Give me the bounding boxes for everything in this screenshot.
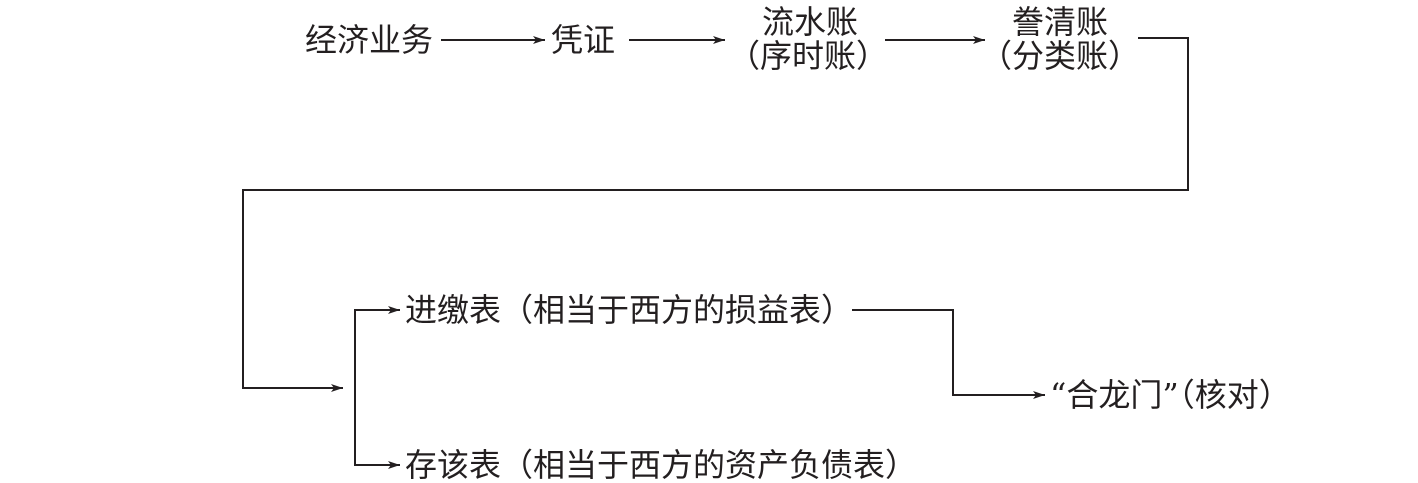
- connector-income-to-reconcile: [852, 309, 1045, 399]
- node-journal-sub: （序时账）: [727, 37, 889, 75]
- node-balance-sheet: 存该表（相当于西方的资产负债表）: [405, 446, 918, 483]
- node-reconcile: “合龙门”（核对）: [1050, 376, 1291, 414]
- node-journal: 流水账: [761, 3, 859, 41]
- connector-ledger-to-split: [242, 37, 1189, 392]
- node-business: 经济业务: [305, 21, 434, 59]
- node-ledger-sub: （分类账）: [979, 37, 1141, 75]
- node-income-statement: 进缴表（相当于西方的损益表）: [405, 291, 854, 329]
- node-voucher: 凭证: [551, 21, 616, 59]
- node-ledger: 誊清账: [1011, 3, 1109, 41]
